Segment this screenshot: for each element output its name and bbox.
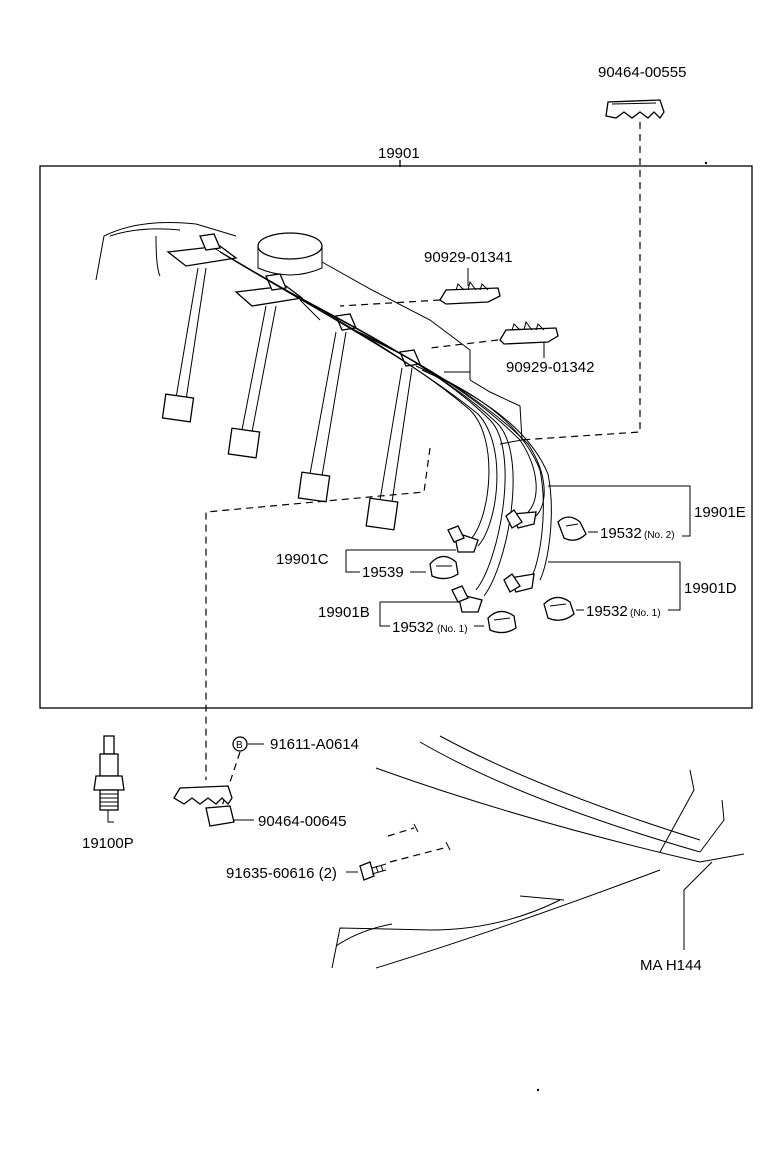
boot-end-c xyxy=(447,525,479,553)
plug-wire-cylinder-4 xyxy=(365,367,413,531)
label-19539: 19539 xyxy=(362,564,404,581)
boot-19539-illustration xyxy=(429,555,459,580)
plug-wire-cylinder-1 xyxy=(161,267,207,423)
label-90464-00555: 90464-00555 xyxy=(598,64,686,81)
coil-terminal-1 xyxy=(199,233,221,251)
stray-dot-bottom xyxy=(536,1088,540,1092)
note-19532-no1-right: (No. 1) xyxy=(630,608,661,619)
label-19901E: 19901E xyxy=(694,504,746,521)
bracket-19901B xyxy=(379,601,458,627)
label-19901C: 19901C xyxy=(276,551,329,568)
drawing-code: MA H144 xyxy=(640,957,702,974)
note-19532-no2: (No. 2) xyxy=(644,530,675,541)
bolt-hole-1 xyxy=(413,823,419,833)
engine-bay-outline xyxy=(331,735,745,969)
spark-plug-19100P-illustration xyxy=(93,735,125,823)
note-19532-no1-left: (No. 1) xyxy=(437,624,468,635)
label-90929-01342: 90929-01342 xyxy=(506,359,594,376)
label-19901D: 19901D xyxy=(684,580,737,597)
label-19532-no1-right: 19532 xyxy=(586,603,628,620)
clamp-90929-01342-illustration xyxy=(499,320,559,345)
bracket-19901D xyxy=(548,561,681,611)
boot-19532-no2-illustration xyxy=(557,516,587,541)
clamp-90464-00555-illustration xyxy=(605,99,665,120)
engine-head-outline xyxy=(95,222,523,445)
bolt-91635-60616-illustration xyxy=(359,861,387,881)
bracket-19901C xyxy=(345,549,456,573)
bolt-hole-2 xyxy=(445,841,451,851)
plug-wire-cylinder-3 xyxy=(297,331,347,503)
boot-end-e xyxy=(505,509,537,529)
dash-bolt-b xyxy=(221,751,241,807)
bracket-2 xyxy=(234,285,304,307)
label-19532-no2: 19532 xyxy=(600,525,642,542)
label-19901: 19901 xyxy=(378,145,420,162)
label-90929-01341: 90929-01341 xyxy=(424,249,512,266)
dash-01342 xyxy=(429,339,499,349)
wire-set-frame xyxy=(39,165,753,709)
coil-terminal-2 xyxy=(265,273,287,291)
clamp-90929-01341-illustration xyxy=(439,280,501,305)
stray-dot xyxy=(704,161,708,165)
label-19901B: 19901B xyxy=(318,604,370,621)
boot-end-b xyxy=(451,585,483,613)
label-91635-60616: 91635-60616 (2) xyxy=(226,865,337,882)
boot-19532-no1-left-illustration xyxy=(487,610,517,634)
boot-end-d xyxy=(503,573,535,593)
label-90464-00645: 90464-00645 xyxy=(258,813,346,830)
boot-19532-no1-right-illustration xyxy=(543,596,575,621)
clamp-90464-00645-illustration xyxy=(173,785,235,827)
label-19100P: 19100P xyxy=(82,835,134,852)
dash-bolt-2a xyxy=(387,827,415,837)
dash-bolt-2b xyxy=(389,847,445,863)
bracket-19901E xyxy=(548,485,691,537)
dash-01341 xyxy=(339,299,441,307)
bolt-b-marker-letter: B xyxy=(236,740,243,751)
plug-wire-cylinder-2 xyxy=(227,305,277,459)
bolt-b-marker xyxy=(232,736,248,752)
wire-harness xyxy=(213,247,552,597)
leader-clamp-bottom xyxy=(205,447,431,780)
label-19532-no1-left: 19532 xyxy=(392,619,434,636)
leader-clamp-top xyxy=(519,122,641,441)
label-91611-A0614: 91611-A0614 xyxy=(270,736,359,753)
